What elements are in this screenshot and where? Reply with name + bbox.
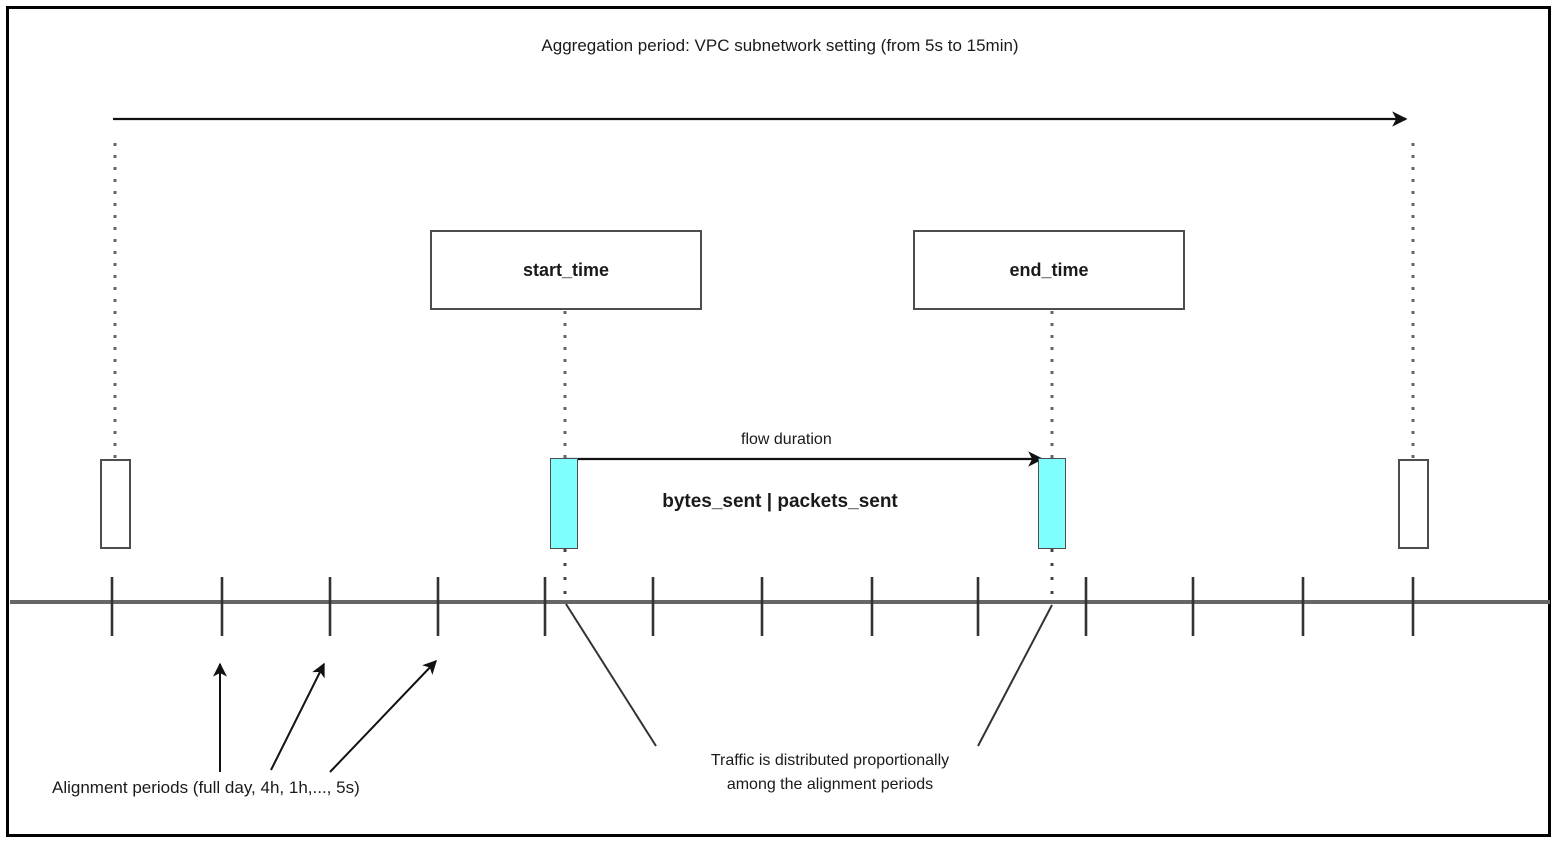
alignment-callout-arrows [213, 659, 437, 773]
flow-start-marker [550, 458, 578, 549]
alignment-period-ticks [110, 577, 1415, 636]
aggregation-start-marker [100, 459, 131, 549]
flow-metrics-label: bytes_sent | packets_sent [662, 491, 898, 512]
diagram-title: Aggregation period: VPC subnetwork setti… [541, 36, 1019, 55]
start-time-label: start_time [522, 259, 610, 280]
flow-end-marker [1038, 458, 1066, 549]
end-time-label: end_time [1009, 259, 1089, 280]
aggregation-end-marker [1398, 459, 1429, 549]
aggregation-boundary-guides [113, 143, 1415, 458]
traffic-distribution-note: Traffic is distributed proportionally am… [710, 752, 950, 793]
start-time-box: start_time [430, 230, 702, 310]
traffic-note-leader-lines [565, 603, 1053, 747]
alignment-periods-label: Alignment periods (full day, 4h, 1h,...,… [52, 778, 360, 797]
end-time-box: end_time [913, 230, 1185, 310]
diagram-border-frame [6, 6, 1551, 837]
flow-duration-label: flow duration [741, 431, 832, 448]
